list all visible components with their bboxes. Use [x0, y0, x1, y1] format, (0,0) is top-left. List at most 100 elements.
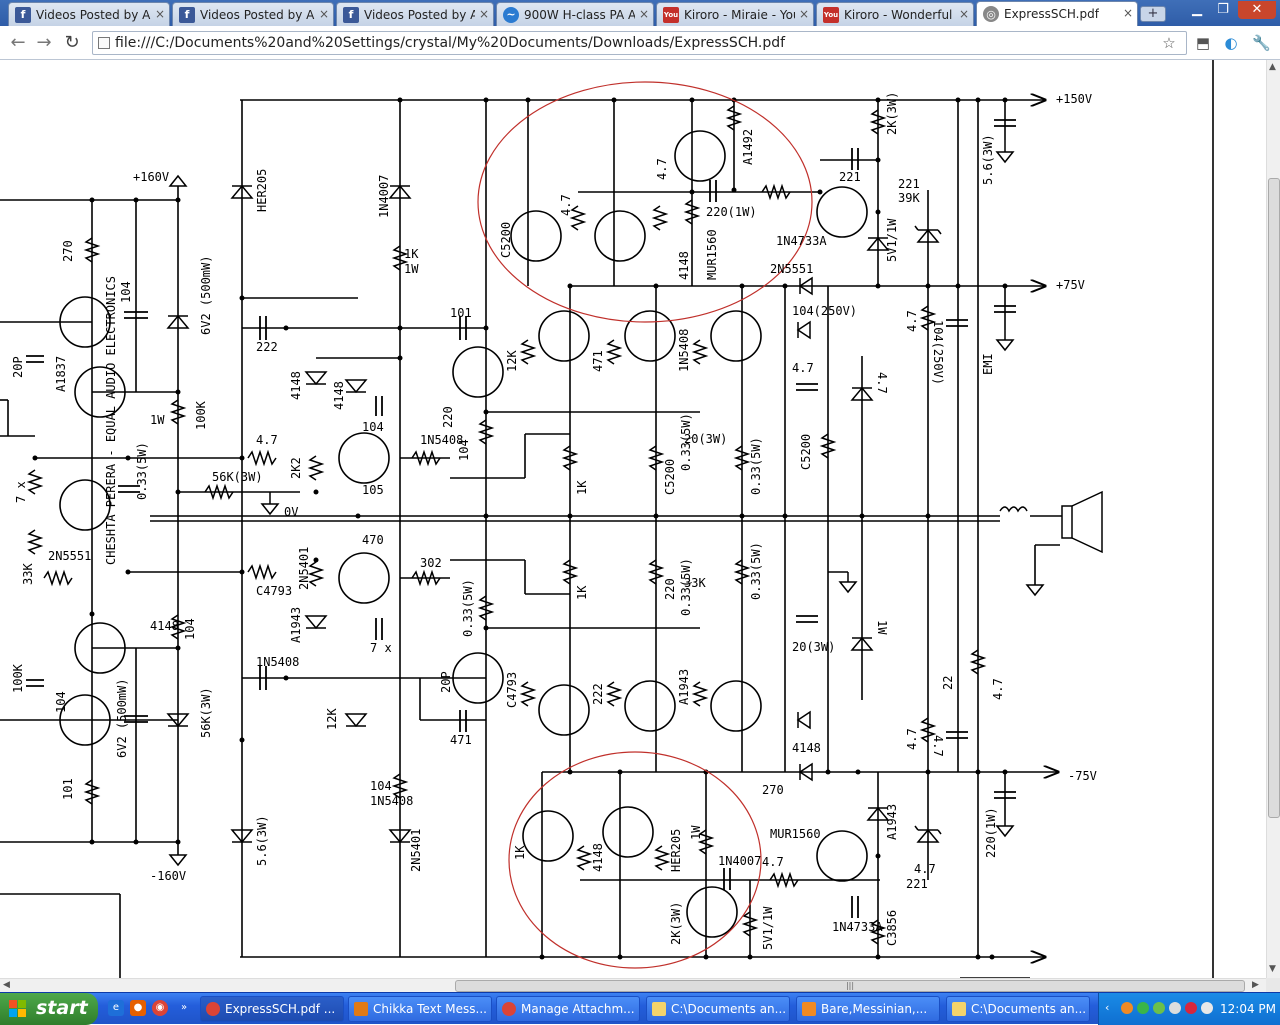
scroll-left-icon[interactable]: ◀	[3, 980, 10, 990]
chrome-icon[interactable]: ◉	[152, 1000, 168, 1016]
horizontal-scrollbar[interactable]: ◀ ||| ▶	[0, 978, 1266, 992]
horizontal-scroll-thumb[interactable]: |||	[455, 980, 1245, 992]
clock: 12:04 PM	[1220, 1002, 1276, 1016]
component-label: 0.33(5W)	[679, 413, 693, 471]
tray-app-icon[interactable]	[1201, 1002, 1213, 1014]
tab-close-icon[interactable]: ×	[318, 7, 329, 21]
start-button[interactable]: start	[0, 993, 98, 1025]
forward-button[interactable]: →	[36, 32, 52, 53]
taskbar-button-expresssch[interactable]: ExpressSCH.pdf ...	[200, 996, 344, 1022]
scroll-up-icon[interactable]: ▲	[1269, 62, 1276, 72]
component-label: 104	[54, 691, 68, 713]
ie-icon[interactable]: e	[108, 1000, 124, 1016]
component-label: 7 x	[14, 481, 28, 503]
component-label: 4.7	[762, 855, 784, 869]
tab-close-icon[interactable]: ×	[798, 7, 809, 21]
tray-app-icon[interactable]	[1185, 1002, 1197, 1014]
component-label: 5.6(3W)	[981, 134, 995, 185]
taskbar-button-documents-2[interactable]: C:\Documents an...	[946, 996, 1090, 1022]
taskbar-button-label: Chikka Text Mess...	[373, 1002, 487, 1016]
new-tab-button[interactable]: +	[1140, 6, 1166, 22]
component-label: C4793	[256, 584, 292, 598]
extension-icon[interactable]: ◐	[1224, 34, 1238, 52]
taskbar-button-manage-attachments[interactable]: Manage Attachm...	[496, 996, 640, 1022]
quicklaunch-more-icon[interactable]: »	[180, 1002, 188, 1013]
address-bar[interactable]: file:///C:/Documents%20and%20Settings/cr…	[92, 31, 1187, 55]
vertical-scroll-thumb[interactable]	[1268, 178, 1280, 818]
reload-button[interactable]: ↻	[64, 32, 80, 53]
component-label: 221	[839, 170, 861, 184]
rail-label: +160V	[133, 170, 169, 184]
taskbar-button-label: C:\Documents an...	[971, 1002, 1087, 1016]
tray-app-icon[interactable]	[1137, 1002, 1149, 1014]
tab-close-icon[interactable]: ×	[1122, 6, 1133, 20]
tray-expand-icon[interactable]: ‹	[1105, 1001, 1110, 1014]
rail-label: +150V	[1056, 92, 1092, 106]
component-label: 20(3W)	[792, 640, 835, 654]
bookmark-star-icon[interactable]: ☆	[1162, 34, 1176, 52]
address-url: file:///C:/Documents%20and%20Settings/cr…	[115, 35, 786, 51]
component-label: 270	[762, 783, 784, 797]
component-label: 12K	[505, 350, 519, 372]
component-label: 101	[61, 778, 75, 800]
tab-close-icon[interactable]: ×	[958, 7, 969, 21]
rail-label: -160V	[150, 869, 186, 883]
back-button[interactable]: ←	[10, 32, 26, 53]
taskbar-button-bare-messinian[interactable]: Bare,Messinian,...	[796, 996, 940, 1022]
component-label: 0.33(5W)	[461, 579, 475, 637]
component-label: 1N5408	[677, 329, 691, 372]
schematic-wires	[0, 60, 1214, 978]
component-label: 471	[591, 350, 605, 372]
minimize-button[interactable]: ▁	[1192, 2, 1202, 17]
scroll-corner	[1266, 978, 1280, 992]
component-label: 0.33(5W)	[749, 542, 763, 600]
component-label: 104	[183, 618, 197, 640]
taskbar-button-label: Manage Attachm...	[521, 1002, 635, 1016]
tray-app-icon[interactable]	[1153, 1002, 1165, 1014]
tab-close-icon[interactable]: ×	[154, 7, 165, 21]
facebook-icon: f	[179, 6, 195, 23]
extension-icon[interactable]: ⬒	[1195, 34, 1211, 52]
firefox-icon[interactable]: ●	[130, 1000, 146, 1016]
chikka-icon	[354, 1002, 368, 1016]
vertical-scrollbar[interactable]: ▲ ▼	[1266, 60, 1280, 978]
tab-facebook-3[interactable]: f Videos Posted by As ×	[336, 2, 494, 26]
globe-icon: ◎	[983, 6, 999, 22]
tab-expresssch-pdf[interactable]: ◎ ExpressSCH.pdf ×	[976, 1, 1138, 26]
component-label: 5.6(3W)	[255, 815, 269, 866]
speaker-icon	[999, 490, 1103, 554]
component-label: C5200	[663, 459, 677, 495]
scroll-down-icon[interactable]: ▼	[1269, 964, 1276, 974]
ground-symbols	[168, 140, 1045, 867]
component-label: 270	[61, 240, 75, 262]
taskbar-button-chikka[interactable]: Chikka Text Mess...	[348, 996, 492, 1022]
facebook-icon: f	[15, 6, 31, 23]
tab-kiroro-miraie[interactable]: You Kiroro - Miraie - You ×	[656, 2, 814, 26]
tab-kiroro-wonderful[interactable]: You Kiroro - Wonderful D ×	[816, 2, 974, 26]
component-label: 1K	[575, 480, 589, 495]
scroll-right-icon[interactable]: ▶	[1252, 980, 1259, 990]
tab-label: ExpressSCH.pdf	[1004, 7, 1099, 21]
taskbar-button-label: ExpressSCH.pdf ...	[225, 1002, 336, 1016]
tray-app-icon[interactable]	[1169, 1002, 1181, 1014]
component-label: 0.33(5W)	[135, 442, 149, 500]
component-label: 1N4007	[718, 854, 761, 868]
component-label: 6V2 (500mW)	[199, 256, 213, 335]
close-window-button[interactable]: ✕	[1238, 1, 1276, 19]
tab-facebook-2[interactable]: f Videos Posted by As ×	[172, 2, 334, 26]
tab-label: Videos Posted by As	[200, 7, 315, 22]
component-label: 4148	[792, 741, 821, 755]
taskbar-button-documents-1[interactable]: C:\Documents an...	[646, 996, 790, 1022]
tab-close-icon[interactable]: ×	[638, 7, 649, 21]
component-label: 22	[941, 676, 955, 690]
windows-logo-icon	[9, 1000, 27, 1018]
tab-facebook-1[interactable]: f Videos Posted by As ×	[8, 2, 170, 26]
wrench-menu-icon[interactable]: 🔧	[1252, 34, 1271, 52]
tab-900w-pa[interactable]: ~ 900W H-class PA Ar ×	[496, 2, 654, 26]
component-label: 2K(3W)	[669, 902, 683, 945]
vlc-tray-icon[interactable]	[1121, 1002, 1133, 1014]
maximize-button[interactable]: ❐	[1217, 2, 1229, 17]
tab-close-icon[interactable]: ×	[478, 7, 489, 21]
